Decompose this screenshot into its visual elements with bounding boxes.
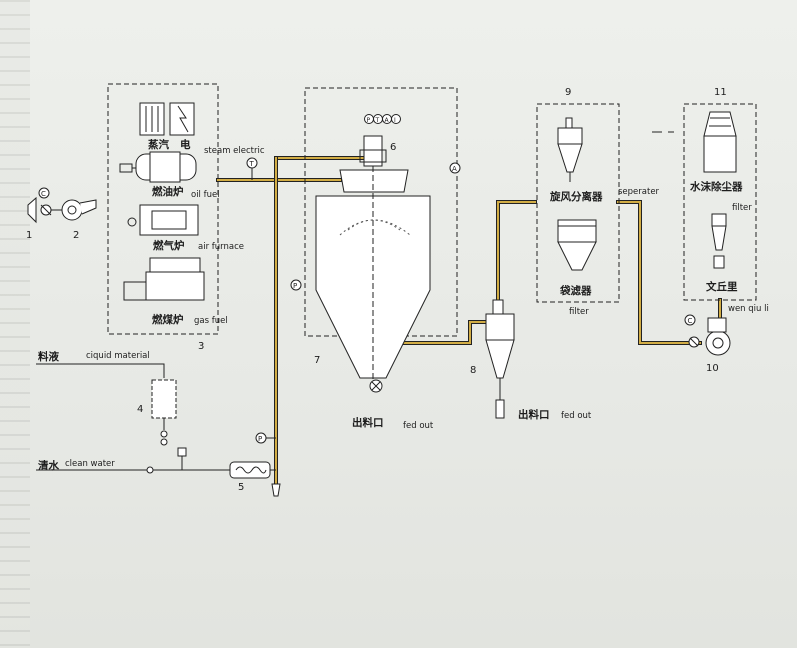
oil-furnace-icon bbox=[119, 151, 197, 183]
separator-label: seperater bbox=[618, 187, 660, 197]
clean-water-label: clean water bbox=[65, 459, 115, 469]
node-9-number: 9 bbox=[565, 87, 571, 98]
venturi-icon bbox=[711, 213, 727, 269]
node-7-number: 7 bbox=[314, 355, 320, 366]
outlet-cn-label-2: 出料口 bbox=[518, 408, 550, 421]
node-10-number: 10 bbox=[706, 363, 719, 374]
scrubber-box bbox=[683, 103, 757, 301]
node-1-number: 1 bbox=[26, 230, 32, 241]
hot-air-pipes bbox=[216, 156, 722, 488]
instrument-c-2: C bbox=[688, 317, 693, 325]
instrument-i-top: I bbox=[394, 117, 396, 124]
heat-source-box bbox=[107, 83, 219, 335]
instrument-p-water-symbol: P bbox=[258, 435, 262, 443]
air-furnace-label: air furnace bbox=[198, 242, 244, 252]
water-valve bbox=[146, 466, 154, 474]
filter-fan-unit-icon bbox=[27, 187, 97, 224]
fed-out-label-1: fed out bbox=[403, 421, 434, 431]
instrument-p-tower-symbol: P bbox=[293, 282, 297, 290]
instrument-p-top: P bbox=[367, 117, 371, 124]
pump-icon bbox=[271, 483, 281, 497]
feed-tank-icon bbox=[151, 379, 187, 457]
instrument-a-side-symbol: A bbox=[452, 165, 457, 173]
cyclone-cn-label: 旋风分离器 bbox=[549, 190, 603, 203]
heat-exchanger-icon bbox=[229, 461, 276, 479]
liquid-feed-line bbox=[36, 363, 165, 378]
gas-fuel-label: gas fuel bbox=[194, 316, 228, 326]
node-4-number: 4 bbox=[137, 404, 143, 415]
gas-furnace-cn-label: 燃气炉 bbox=[153, 239, 185, 252]
instrument-c-1: C bbox=[41, 190, 46, 198]
coal-furnace-cn-label: 燃煤炉 bbox=[152, 313, 184, 326]
cyclone-separator-icon bbox=[485, 299, 515, 419]
filter-label-2: filter bbox=[732, 203, 752, 213]
instrument-p-tower bbox=[290, 279, 302, 291]
node-8-number: 8 bbox=[470, 365, 476, 376]
node-5-number: 5 bbox=[238, 482, 244, 493]
scrubber-cn-label: 水沫除尘器 bbox=[689, 180, 743, 193]
node-2-number: 2 bbox=[73, 230, 79, 241]
atomizer-icon bbox=[359, 114, 401, 167]
water-scrubber-icon bbox=[703, 111, 737, 173]
instrument-a-top: A bbox=[385, 117, 390, 124]
gas-furnace-icon bbox=[127, 204, 199, 236]
separator-filter-box bbox=[536, 103, 620, 303]
liquid-material-label: ciquid material bbox=[86, 351, 150, 361]
bag-filter-cn-label: 袋滤器 bbox=[559, 284, 592, 297]
outlet-cn-label-1: 出料口 bbox=[352, 416, 384, 429]
wen-qiu-li-label: wen qiu li bbox=[728, 304, 769, 314]
instrument-t-top: T bbox=[375, 117, 380, 124]
water-cn-label: 清水 bbox=[38, 459, 59, 472]
venturi-cn-label: 文丘里 bbox=[705, 280, 738, 293]
liquid-cn-label: 料液 bbox=[38, 350, 59, 363]
node-6-number: 6 bbox=[390, 142, 396, 153]
fed-out-label-2: fed out bbox=[561, 411, 592, 421]
cyclone-separator-9-icon bbox=[557, 117, 583, 182]
drying-tower-icon bbox=[315, 166, 431, 393]
page-binding-edge bbox=[0, 0, 30, 648]
steam-electric-heater-icon bbox=[139, 102, 195, 136]
oil-fuel-label: oil fuel bbox=[191, 190, 220, 200]
bag-filter-icon bbox=[557, 219, 597, 271]
instrument-a-side bbox=[449, 162, 461, 174]
filter-label-1: filter bbox=[569, 307, 589, 317]
node-11-number: 11 bbox=[714, 87, 727, 98]
steam-electric-label: steam electric bbox=[204, 146, 265, 156]
exhaust-fan-icon bbox=[684, 314, 731, 356]
node-3-number: 3 bbox=[198, 341, 204, 352]
instrument-t-1: T bbox=[249, 160, 255, 168]
steam-cn-label: 蒸汽 bbox=[148, 138, 169, 151]
electric-cn-label: 电 bbox=[180, 138, 191, 151]
oil-furnace-cn-label: 燃油炉 bbox=[152, 185, 184, 198]
coal-furnace-icon bbox=[123, 257, 205, 301]
